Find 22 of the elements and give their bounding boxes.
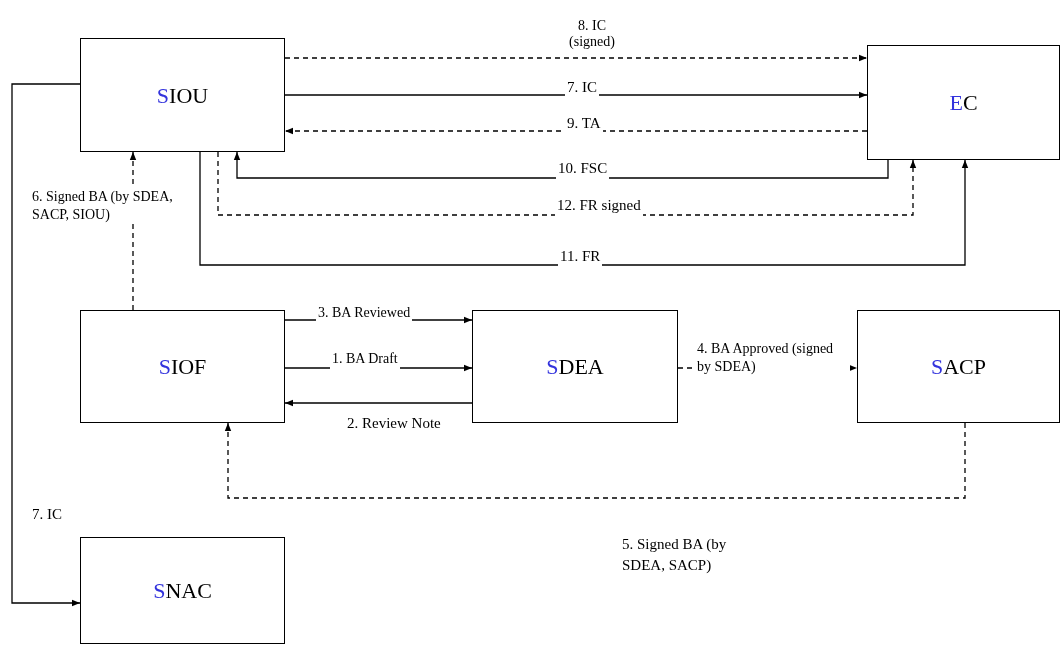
arrow: [11, 83, 81, 607]
box-label: SIOU: [156, 81, 209, 110]
arrow: [284, 127, 868, 135]
process-box: [867, 45, 1060, 160]
arrow: [284, 91, 868, 99]
arrow: [284, 54, 868, 62]
arrow: [233, 151, 889, 179]
arrow: [224, 422, 966, 499]
box-label: SNAC: [153, 577, 212, 605]
process-box: [472, 310, 678, 423]
arrow: [284, 399, 473, 407]
arrow: [217, 151, 917, 216]
arrow: [199, 151, 969, 266]
box-label: SDEA: [546, 353, 604, 381]
box-label: SIOF: [158, 353, 207, 381]
process-box: [857, 310, 1060, 423]
box-label: EC: [949, 89, 978, 117]
process-box: [80, 310, 285, 423]
box-label: SACP: [930, 353, 986, 381]
edge-label: 4. BA Approved (signed by SDEA): [695, 340, 850, 376]
process-box: [80, 38, 285, 152]
process-box: [80, 537, 285, 644]
